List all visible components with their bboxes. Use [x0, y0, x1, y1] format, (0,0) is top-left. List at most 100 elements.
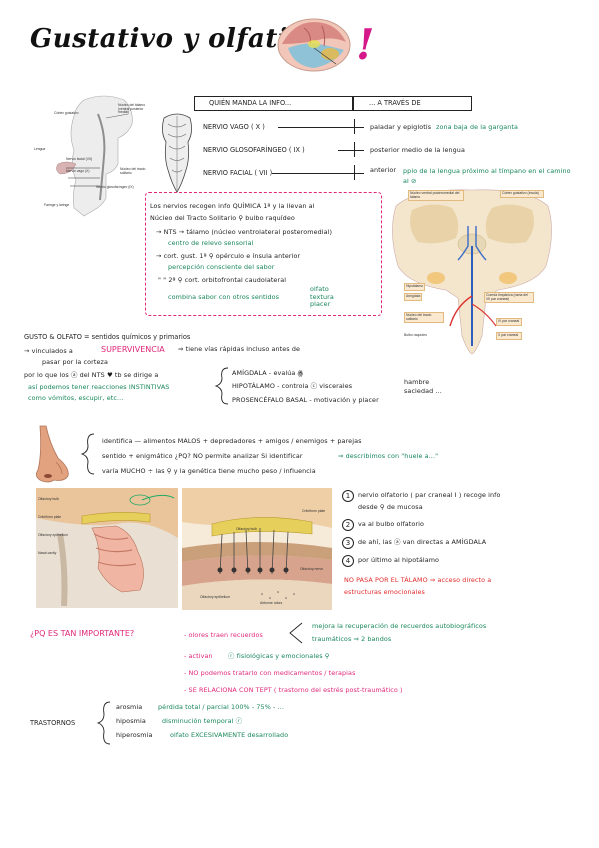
page-title: Gustativo y olfativo	[30, 24, 322, 54]
exclamation-mark: !	[356, 20, 375, 69]
nts-b3: " " 2ª ⚲ cort. orbitofrontal caudolatera…	[158, 276, 287, 284]
gusto-target2b: hambre saciedad ...	[404, 378, 442, 395]
fig-olf-right-label-1: Cribriform plate	[302, 509, 326, 513]
table-divider-2	[354, 142, 355, 157]
nose-line3: varía MUCHO ÷ las ⚲ y la genética tiene …	[102, 467, 316, 475]
fig-brain-label-5: IX par craneal	[496, 318, 522, 326]
table-line-3	[272, 173, 354, 174]
gusto-line1: GUSTO & OLFATO = sentidos químicos y pri…	[24, 333, 191, 341]
fig-taste-label-6: Nervio glosofaríngeo (IX)	[96, 185, 134, 189]
trastorno-desc-2: olfato EXCESIVAMENTE desarrollado	[170, 731, 289, 739]
gusto-line2b: SUPERVIVENCIA	[101, 345, 165, 354]
nts-line2: Núcleo del Tracto Solitario ⚲ bulbo raqu…	[150, 214, 295, 222]
gusto-line5: así podemos tener reacciones INSTINTIVAS	[28, 383, 170, 391]
nts-b3-green: combina sabor con otros sentidos	[168, 293, 280, 301]
taste-pathway-figure	[56, 95, 133, 217]
nerve-facial: NERVIO FACIAL ( VII )	[203, 169, 273, 177]
fig-brain-label-3: Amígdala	[404, 293, 423, 301]
importante-a1-green1: mejora la recuperación de recuerdos auto…	[312, 622, 487, 630]
step-2-number: 2	[342, 519, 354, 531]
importante-a4: - SE RELACIONA CON TEPT ( trastorno del …	[184, 686, 403, 694]
gusto-line2c: ⇒ tiene vías rápidas incluso antes de	[178, 345, 301, 353]
vago-accent: zona baja de la garganta	[436, 123, 519, 131]
nose-brace	[80, 433, 95, 475]
trastornos-label: TRASTORNOS	[30, 719, 76, 727]
no-talamo-line1: NO PASA POR EL TÁLAMO ⇒ acceso directo a	[344, 576, 492, 584]
nose-drawing	[36, 425, 69, 483]
step-4-line1: por último al hipotálamo	[358, 556, 440, 564]
brain-section-figure	[392, 189, 552, 355]
nose-line2a: sentido + enigmático ¿PQ? NO permite ana…	[102, 452, 303, 460]
nts-line1: Los nervios recogen info QUÍMICA 1ª y la…	[150, 202, 315, 210]
step-2-line1: va al bulbo olfatorio	[358, 520, 425, 528]
step-4-number: 4	[342, 555, 354, 567]
fig-olf-left-label-0: Olfactory bulb	[38, 497, 59, 501]
trastorno-term-2: hiperosmia	[116, 731, 153, 739]
nerve-vago: NERVIO VAGO ( X )	[203, 123, 265, 131]
gusto-line3: pasar por la corteza	[42, 358, 108, 366]
step-1-line2: desde ⚲ de mucosa	[358, 503, 423, 511]
brain-illustration	[277, 18, 351, 72]
fig-olf-right-label-3: Olfactory epithelium	[200, 595, 230, 599]
table-divider-1	[354, 119, 355, 134]
nerve-glosofaringeo: NERVIO GLOSOFARÍNGEO ( IX )	[203, 146, 305, 154]
fig-taste-label-5: Faringe y laringe	[44, 203, 70, 207]
gusto-target2: HIPOTÁLAMO - controla ⓒ viscerales	[232, 382, 353, 390]
table-header-who: QUIÉN MANDA LA INFO...	[194, 96, 354, 111]
gusto-line6: como vómitos, escupir, etc...	[28, 394, 124, 402]
table-line-2	[338, 150, 354, 151]
step-3-line1: de ahí, las ⓐ van directas a AMÍGDALA	[358, 538, 487, 546]
importante-a1-green2: traumáticos ⇒ 2 bandos	[312, 635, 392, 643]
nts-b1-green: centro de relevo sensorial	[168, 239, 254, 247]
importante-chevron	[289, 622, 303, 644]
table-line-1	[278, 127, 354, 128]
table-line-3b	[354, 173, 364, 174]
fig-brain-label-1: Córtex gustativo (ínsula)	[500, 190, 544, 198]
fig-taste-label-2: Lengua	[34, 147, 46, 151]
fig-brain-label-4: Cuerda timpánica (rama del VII par crane…	[484, 292, 534, 304]
fig-taste-label-1: Núcleo del tálamo (ventral posterior med…	[118, 103, 146, 115]
trastorno-desc-0: pérdida total / parcial 100% - 75% - ...	[158, 703, 284, 711]
gusto-brace	[214, 367, 229, 405]
table-line-2b	[354, 150, 364, 151]
gusto-line4: por lo que los ⓐ del NTS ♥ tb se dirige …	[24, 371, 159, 379]
importante-a3: - NO podemos tratarlo con medicamentos /…	[184, 669, 356, 677]
vago-target: paladar y epiglotis	[370, 123, 432, 131]
medulla-drawing	[162, 113, 192, 193]
nts-b2-green: percepción consciente del sabor	[168, 263, 275, 271]
nts-b2: → cort. gust. 1ª ⚲ opérculo e ínsula ant…	[156, 252, 301, 260]
nts-b3-green2: olfato textura placer	[310, 285, 334, 309]
gusto-target1: AMÍGDALA - evalúa ꙮ	[232, 369, 304, 377]
step-3-number: 3	[342, 537, 354, 549]
fig-olf-left-label-1: Cribriform plate	[38, 515, 62, 519]
gusto-target3: PROSENCÉFALO BASAL - motivación y placer	[232, 396, 379, 404]
fig-brain-label-0: Núcleo ventral posteromedial del tálamo	[408, 190, 464, 202]
fig-olf-right-label-4: Airborne odors	[260, 601, 283, 605]
importante-a2a: - activan	[184, 652, 213, 660]
trastorno-term-0: arosmia	[116, 703, 143, 711]
trastorno-desc-1: disminución temporal ⓡ	[162, 717, 243, 725]
importante-a1: - olores traen recuerdos	[184, 631, 263, 639]
importante-question: ¿PQ ES TAN IMPORTANTE?	[30, 629, 135, 638]
facial-target: anterior	[370, 166, 397, 174]
fig-olf-left-label-3: Nasal cavity	[38, 551, 57, 555]
fig-brain-label-8: Bulbo raquídeo	[404, 333, 427, 337]
fig-taste-label-4: Nervio vago (X)	[66, 169, 90, 173]
nts-b1: → NTS → tálamo (núcleo ventrolateral pos…	[156, 228, 333, 236]
fig-taste-label-0: Córtex gustativo	[54, 111, 79, 115]
fig-olf-right-label-2: Olfactory nerve	[300, 567, 323, 571]
gusto-line2a: → vinculados a	[24, 347, 73, 355]
trastornos-brace	[96, 701, 111, 745]
no-talamo-line2: estructuras emocionales	[344, 588, 425, 596]
table-divider-3	[354, 165, 355, 180]
nts-dashed-box	[145, 192, 382, 316]
table-header-through: ... A TRAVÉS DE	[352, 96, 472, 111]
fig-brain-label-7: Núcleo del tracto solitario	[404, 312, 444, 324]
fig-brain-label-6: X par craneal	[496, 332, 522, 340]
step-1-line1: nervio olfatorio ( par craneal I ) recog…	[358, 491, 501, 499]
olfactory-figure-right	[182, 488, 332, 610]
fig-olf-right-label-0: Olfactory bulb	[236, 527, 257, 531]
olfactory-figure-left	[36, 488, 178, 608]
table-line-1b	[354, 127, 364, 128]
